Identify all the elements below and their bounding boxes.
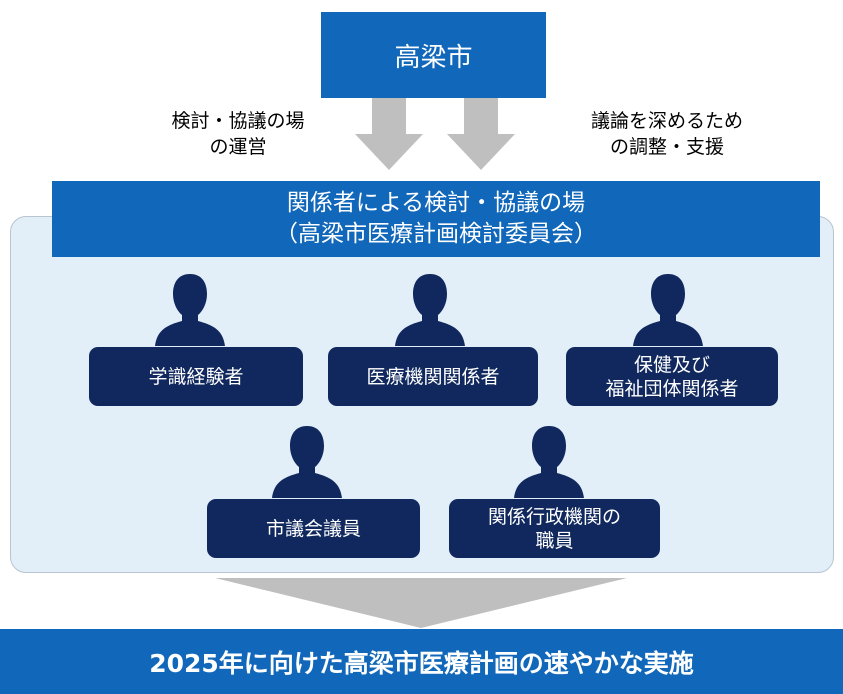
result-box: 2025年に向けた高梁市医療計画の速やかな実施 bbox=[0, 629, 843, 694]
council-subtitle: （高梁市医療計画検討委員会） bbox=[275, 221, 597, 247]
left-caption-line-1: 検討・協議の場 bbox=[171, 110, 305, 132]
council-title: 関係者による検討・協議の場 bbox=[286, 190, 586, 216]
role-academic-experts: 学識経験者 bbox=[89, 347, 303, 406]
role-label: 学識経験者 bbox=[148, 365, 244, 388]
role-label: 医療機関関係者 bbox=[366, 365, 500, 388]
role-health-welfare-groups: 保健及び 福祉団体関係者 bbox=[566, 347, 778, 406]
arrow-down-icon bbox=[355, 98, 423, 170]
result-label: 2025年に向けた高梁市医療計画の速やかな実施 bbox=[149, 648, 694, 678]
person-icon bbox=[395, 272, 465, 350]
top-box-takahashi-city: 高梁市 bbox=[321, 12, 546, 98]
role-label: 市議会議員 bbox=[265, 517, 361, 540]
role-label-line-2: 職員 bbox=[535, 529, 574, 552]
role-city-council-members: 市議会議員 bbox=[207, 499, 420, 558]
person-icon bbox=[155, 272, 225, 350]
role-administrative-staff: 関係行政機関の 職員 bbox=[449, 499, 660, 558]
top-box-label: 高梁市 bbox=[394, 42, 473, 73]
arrow-down-icon bbox=[215, 578, 627, 628]
role-label-line-1: 関係行政機関の bbox=[487, 505, 621, 528]
person-icon bbox=[272, 424, 342, 502]
left-caption-line-2: の運営 bbox=[209, 136, 267, 158]
person-icon bbox=[514, 424, 584, 502]
left-arrow-caption: 検討・協議の場 の運営 bbox=[148, 108, 328, 160]
right-caption-line-1: 議論を深めるため bbox=[590, 110, 743, 132]
person-icon bbox=[633, 272, 703, 350]
arrow-down-icon bbox=[447, 98, 515, 170]
role-medical-institutions: 医療機関関係者 bbox=[328, 347, 538, 406]
role-label-line-2: 福祉団体関係者 bbox=[605, 377, 739, 400]
right-caption-line-2: の調整・支援 bbox=[609, 136, 724, 158]
right-arrow-caption: 議論を深めるため の調整・支援 bbox=[552, 108, 782, 160]
council-box: 関係者による検討・協議の場 （高梁市医療計画検討委員会） bbox=[52, 181, 820, 257]
role-label-line-1: 保健及び bbox=[633, 353, 710, 376]
